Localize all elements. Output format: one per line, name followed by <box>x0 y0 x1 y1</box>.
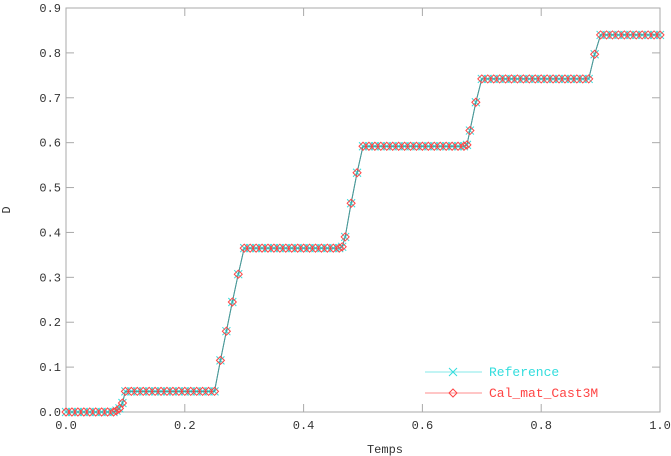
data-point-diamond <box>352 168 362 178</box>
x-tick-label: 0.0 <box>55 419 77 433</box>
y-tick-label: 0.9 <box>39 2 61 16</box>
data-point-diamond <box>209 386 220 397</box>
x-tick-label: 0.6 <box>412 419 434 433</box>
data-point-x <box>448 367 458 377</box>
y-tick-label: 0.8 <box>39 47 61 61</box>
series-reference <box>61 30 665 417</box>
y-tick-label: 0.6 <box>39 137 61 151</box>
y-tick-label: 0.5 <box>39 182 61 196</box>
x-tick-label: 0.8 <box>530 419 552 433</box>
data-point-diamond <box>340 232 350 242</box>
data-point-diamond <box>448 388 458 398</box>
data-point-diamond <box>215 355 226 366</box>
data-point-diamond <box>108 407 119 417</box>
series-layer <box>61 30 665 417</box>
y-tick-label: 0.4 <box>39 226 61 240</box>
data-point-diamond <box>459 141 469 151</box>
legend-item: Cal_mat_Cast3M <box>425 386 598 401</box>
series-line <box>66 34 660 413</box>
series-line <box>66 34 660 413</box>
plot-frame <box>65 7 661 413</box>
data-point-diamond <box>465 125 475 136</box>
data-point-diamond <box>589 49 600 59</box>
series-cal-mat-cast3m <box>61 30 665 417</box>
x-tick-label: 0.2 <box>174 419 196 433</box>
legend-label: Cal_mat_Cast3M <box>489 386 598 401</box>
data-point-diamond <box>655 30 665 40</box>
legend-item: Reference <box>425 365 559 380</box>
legend-label: Reference <box>489 365 559 380</box>
y-tick-label: 0.1 <box>39 361 61 375</box>
x-tick-label: 0.4 <box>293 419 315 433</box>
x-axis-label: Temps <box>367 443 403 456</box>
data-point-diamond <box>471 97 481 107</box>
y-tick-label: 0.0 <box>39 406 61 420</box>
data-point-diamond <box>584 74 594 84</box>
y-tick-label: 0.3 <box>39 271 61 285</box>
data-point-diamond <box>334 243 344 253</box>
data-point-diamond <box>346 198 356 208</box>
data-point-diamond <box>221 326 232 336</box>
data-point-diamond <box>462 140 472 150</box>
data-point-diamond <box>117 398 128 408</box>
y-tick-label: 0.7 <box>39 92 61 106</box>
axes: 0.0 0.2 0.4 0.6 0.8 1.0 0.0 0.1 0.2 0.3 0.4 0.5 0.6 0… <box>39 2 670 433</box>
data-point-diamond <box>233 269 243 279</box>
y-axis-label: D <box>0 206 14 213</box>
x-tick-label: 1.0 <box>649 419 671 433</box>
y-tick-label: 0.2 <box>39 316 61 330</box>
data-point-diamond <box>111 405 122 416</box>
data-point-diamond <box>227 297 238 307</box>
data-point-diamond <box>337 242 347 252</box>
